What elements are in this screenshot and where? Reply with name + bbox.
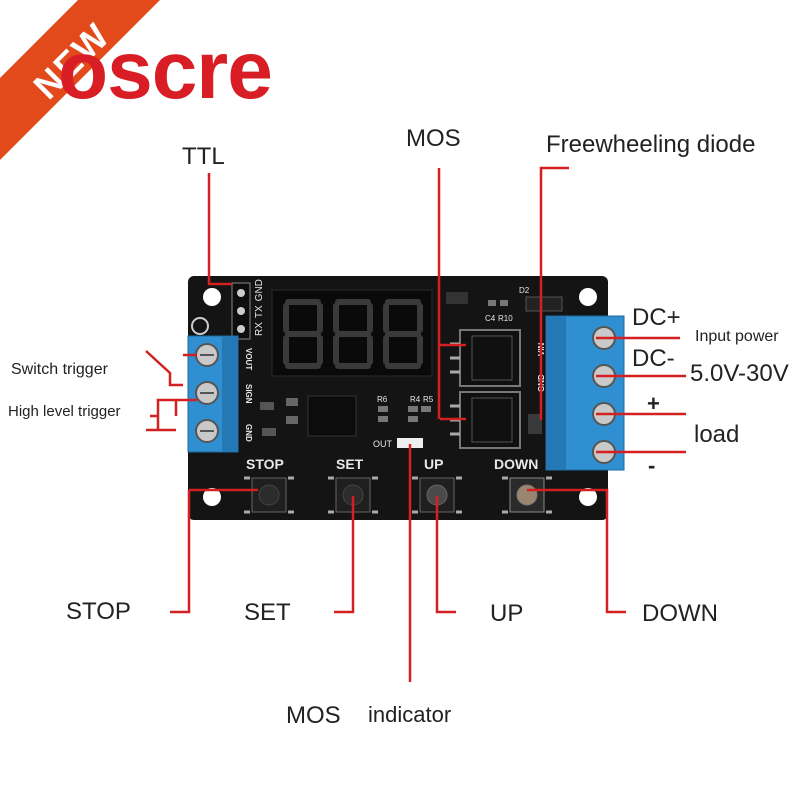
svg-text:VOUT: VOUT — [244, 348, 253, 370]
svg-text:R5: R5 — [423, 395, 434, 404]
label-freewheeling-diode: Freewheeling diode — [546, 131, 756, 158]
brand-logo-text: oscre — [58, 25, 273, 116]
label-load: load — [694, 421, 740, 448]
label-mos-indicator-b: indicator — [368, 702, 452, 727]
freewheeling-diode — [528, 414, 542, 434]
svg-text:GND: GND — [244, 424, 253, 442]
svg-text:R4: R4 — [410, 395, 421, 404]
mount-hole-tl — [203, 288, 221, 306]
label-set: SET — [244, 599, 291, 626]
connector-pin-labels: RXTXGND — [254, 279, 265, 336]
label-dc-minus: DC- — [632, 345, 675, 372]
svg-text:R10: R10 — [498, 314, 513, 323]
mount-hole-br — [579, 488, 597, 506]
label-up: UP — [490, 600, 524, 627]
label-mos-indicator-a: MOS — [286, 702, 341, 729]
svg-text:OUT: OUT — [373, 439, 393, 449]
label-switch-trigger: Switch trigger — [11, 361, 108, 378]
label-stop: STOP — [66, 598, 131, 625]
mount-hole-tr — [579, 288, 597, 306]
label-mos-top: MOS — [406, 125, 461, 152]
label-ttl: TTL — [182, 143, 225, 170]
svg-text:C4: C4 — [485, 314, 496, 323]
label-load-plus: + — [647, 391, 660, 416]
svg-text:SIGN: SIGN — [244, 384, 253, 404]
silk-down: DOWN — [494, 456, 538, 472]
out-led — [397, 438, 423, 448]
trigger-symbols — [145, 350, 183, 432]
label-high-level-trigger: High level trigger — [8, 403, 121, 420]
svg-text:R6: R6 — [377, 395, 388, 404]
mount-hole-bl — [203, 488, 221, 506]
silk-set: SET — [336, 456, 364, 472]
mos-transistors — [450, 329, 521, 449]
svg-text:D2: D2 — [519, 286, 530, 295]
label-voltage-range: 5.0V-30V — [690, 360, 789, 387]
regulator-chip — [307, 395, 357, 437]
label-input-power: Input power — [695, 328, 779, 345]
silk-stop: STOP — [246, 456, 284, 472]
label-dc-plus: DC+ — [632, 304, 681, 331]
label-down: DOWN — [642, 600, 718, 627]
label-load-minus: - — [648, 453, 656, 478]
tactile-buttons — [244, 476, 552, 514]
silk-up: UP — [424, 456, 443, 472]
callout-lines — [170, 166, 686, 682]
